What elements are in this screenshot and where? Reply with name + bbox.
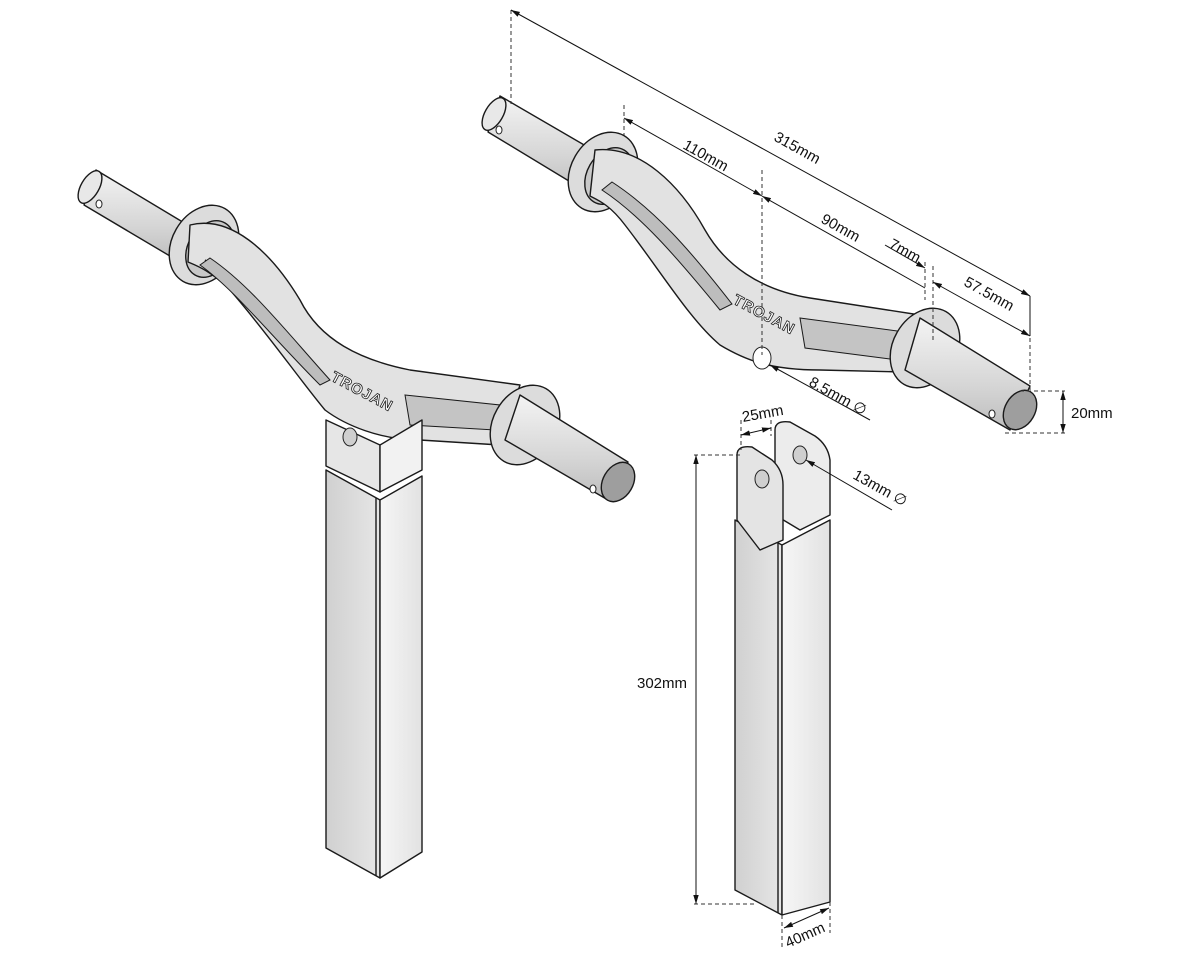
dim-flange-thickness: 7mm xyxy=(886,236,923,267)
dim-clevis-gap: 25mm xyxy=(741,402,785,426)
dim-overall-length: 315mm xyxy=(771,129,823,168)
dim-pin-diameter: 20mm xyxy=(1071,405,1113,422)
dim-pin-length: 57.5mm xyxy=(961,274,1017,315)
exploded-arm: TROJAN xyxy=(481,95,1038,431)
exploded-post xyxy=(734,420,831,916)
clevis-back-lug xyxy=(774,420,831,531)
dim-flange-to-center: 110mm xyxy=(680,137,731,176)
assembled-post xyxy=(325,469,423,879)
arm-lug-hole xyxy=(752,346,772,370)
dim-post-height: 302mm xyxy=(637,675,687,692)
exploded-right-pin xyxy=(904,317,1031,431)
dim-lug-hole: 8.5mm ∅ xyxy=(806,374,869,419)
lug-hole xyxy=(342,427,358,447)
assembled-tbar: TROJAN xyxy=(77,169,636,879)
clevis-front-lug xyxy=(736,445,784,551)
dim-post-width: 40mm xyxy=(783,919,828,951)
